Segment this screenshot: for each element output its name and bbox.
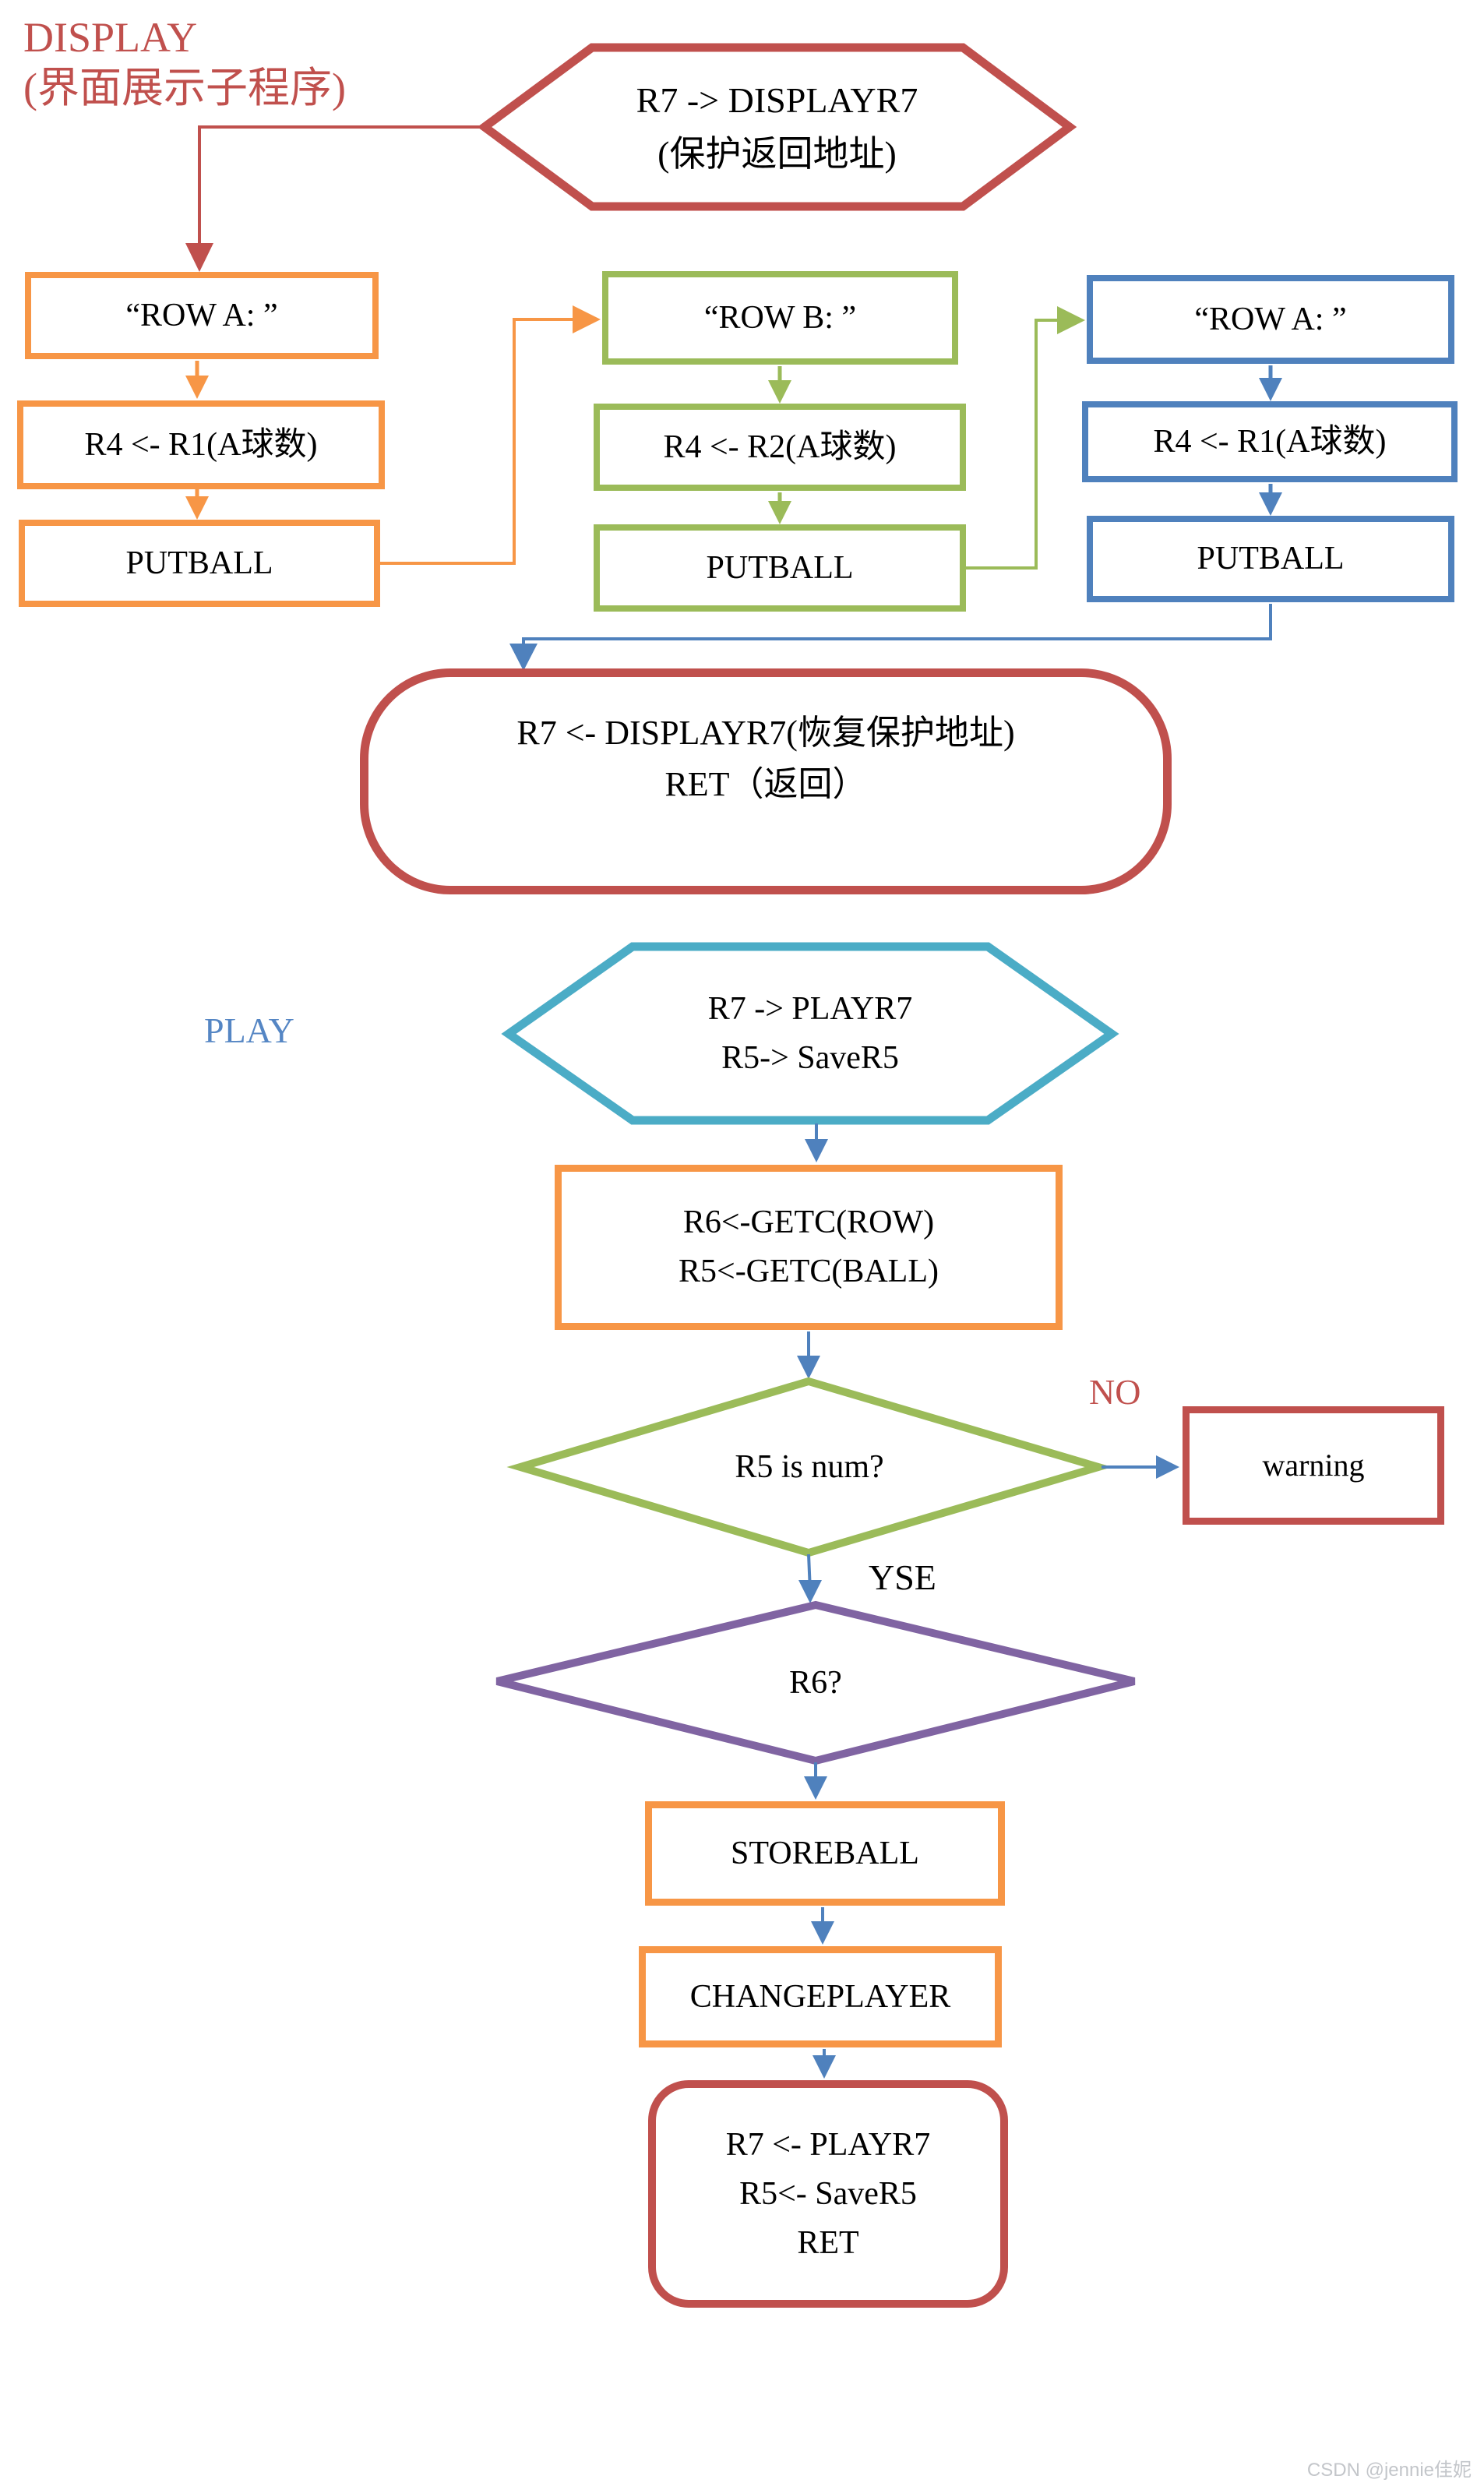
putball-text-b: PUTBALL [706,549,854,586]
connector-a3-to-b1 [380,318,588,565]
play-entry-hexagon-text: R7 -> PLAYR7 R5-> SaveR5 [509,947,1112,1120]
r4-r1-box-c: R4 <- R1(A球数) [1082,401,1458,482]
changeplayer-text: CHANGEPLAYER [689,1978,951,2015]
getc-line2: R5<-GETC(BALL) [679,1254,939,1289]
arrowhead-r6-to-storeball-icon [804,1776,827,1800]
display-return-stadium: R7 <- DISPLAYR7(恢复保护地址) RET（返回） [360,668,1172,894]
arrowhead-a2-a3-icon [185,496,209,520]
play-return-line2: R5<- SaveR5 [739,2175,917,2212]
play-return-line3: RET [797,2224,859,2261]
display-entry-hexagon-text: R7 -> DISPLAYR7 (保护返回地址) [485,48,1070,206]
getc-box: R6<-GETC(ROW) R5<-GETC(BALL) [555,1165,1063,1330]
arrowhead-c3-to-stadium-icon [509,644,538,671]
connector-entry-to-rowa [198,125,485,265]
arrowhead-numcheck-to-warning-icon [1156,1455,1179,1479]
warning-text: warning [1262,1448,1365,1483]
arrowhead-numcheck-to-r6-icon [798,1580,822,1603]
display-return-line2: RET（返回） [664,765,867,803]
play-entry-line2: R5-> SaveR5 [721,1039,899,1076]
r4-r2-box-b: R4 <- R2(A球数) [594,404,966,491]
num-check-diamond-shape [506,1377,1112,1557]
putball-text-c: PUTBALL [1197,541,1345,577]
r6-diamond-text: R6? [789,1664,842,1701]
r4-r1-box-a: R4 <- R1(A球数) [17,400,385,489]
arrowhead-entry-to-rowa-icon [185,243,213,272]
arrowhead-getc-to-numcheck-icon [797,1356,820,1379]
connector-b3-to-c1 [966,319,1073,570]
display-entry-hexagon-shape [477,43,1077,211]
arrowhead-hex-to-getc-icon [805,1139,828,1162]
display-section-title: DISPLAY (界面展示子程序) [23,12,346,114]
warning-box: warning [1183,1406,1444,1525]
arrowhead-storeball-to-changeplayer-icon [811,1921,834,1945]
rowa2-print-text: “ROW A: ” [1194,301,1347,337]
display-title-line2: (界面展示子程序) [23,64,346,111]
yes-branch-label: YSE [869,1557,936,1597]
putball-text-a: PUTBALL [125,545,273,581]
display-entry-line1: R7 -> DISPLAYR7 [636,80,918,120]
putball-box-c: PUTBALL [1087,516,1454,602]
arrowhead-b3-to-c1-icon [1057,306,1085,334]
display-entry-line2: (保护返回地址) [657,134,897,174]
r4-r1-text-a: R4 <- R1(A球数) [84,426,318,463]
play-section-title: PLAY [204,1010,294,1050]
arrowhead-b2-b3-icon [768,501,791,524]
play-entry-line1: R7 -> PLAYR7 [707,990,913,1027]
connector-c3-to-stadium [522,604,1272,658]
storeball-text: STOREBALL [731,1835,919,1871]
display-title-line1: DISPLAY [23,14,198,61]
play-return-box: R7 <- PLAYR7 R5<- SaveR5 RET [648,2080,1008,2308]
arrowhead-a1-a2-icon [185,376,209,399]
arrowhead-b1-b2-icon [768,380,791,404]
putball-box-a: PUTBALL [19,520,380,607]
play-return-line1: R7 <- PLAYR7 [725,2126,931,2163]
rowa2-print-box: “ROW A: ” [1087,275,1454,364]
arrowhead-c1-c2-icon [1259,378,1282,401]
num-check-diamond-text: R5 is num? [735,1448,884,1485]
getc-line1: R6<-GETC(ROW) [682,1204,935,1240]
rowb-print-box: “ROW B: ” [602,271,958,365]
display-return-line1: R7 <- DISPLAYR7(恢复保护地址) [516,714,1015,752]
arrowhead-changeplayer-to-exit-icon [812,2055,836,2079]
storeball-box: STOREBALL [645,1801,1005,1906]
no-branch-label: NO [1089,1372,1141,1412]
rowb-print-text: “ROW B: ” [703,299,857,336]
rowa-print-text: “ROW A: ” [125,297,278,333]
r6-diamond-shape [495,1600,1136,1765]
r4-r1-text-c: R4 <- R1(A球数) [1153,423,1387,460]
changeplayer-box: CHANGEPLAYER [639,1946,1002,2047]
putball-box-b: PUTBALL [594,524,966,612]
csdn-watermark: CSDN @jennie佳妮 [1306,2460,1472,2481]
rowa-print-box: “ROW A: ” [25,272,379,359]
arrowhead-a3-to-b1-icon [573,305,601,333]
play-entry-hexagon-shape [501,942,1119,1125]
r4-r2-text-b: R4 <- R2(A球数) [663,429,897,465]
arrowhead-c2-c3-icon [1259,492,1282,516]
